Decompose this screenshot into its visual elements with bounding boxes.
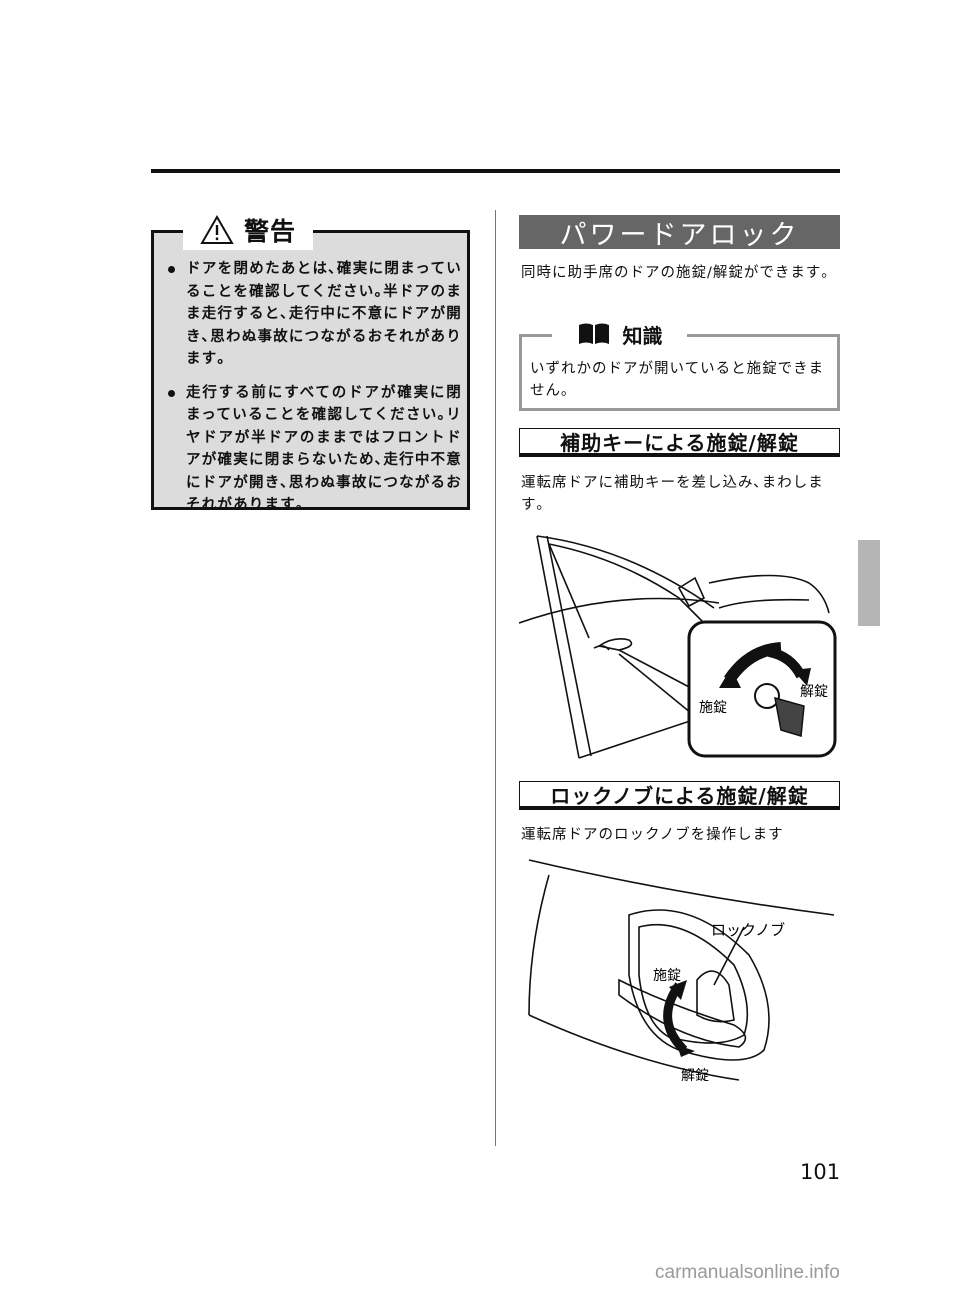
- knob-lock-text: 運転席ドアのロックノブを操作します: [521, 827, 784, 843]
- knob-label-unlock: 解錠: [681, 1068, 709, 1084]
- warning-item: ドアを閉めたあとは､確実に閉まっていることを確認してください｡半ドアのまま走行す…: [166, 258, 462, 371]
- knowledge-header: 知識: [552, 318, 687, 350]
- page-number: 101: [800, 1160, 841, 1184]
- key-lock-title: 補助キーによる施錠/解錠: [519, 428, 840, 457]
- warning-list: ドアを閉めたあとは､確実に閉まっていることを確認してください｡半ドアのまま走行す…: [166, 258, 462, 528]
- warning-item: 走行する前にすべてのドアが確実に閉まっていることを確認してください｡リヤドアが半…: [166, 382, 462, 517]
- knowledge-text: いずれかのドアが開いていると施錠できません｡: [530, 361, 825, 399]
- knob-label-lock: 施錠: [653, 968, 681, 984]
- knob-lock-title: ロックノブによる施錠/解錠: [519, 781, 840, 810]
- warning-box: [151, 230, 470, 510]
- watermark: carmanualsonline.info: [655, 1262, 840, 1283]
- section-intro: 同時に助手席のドアの施錠/解錠ができます｡: [521, 265, 830, 281]
- knob-lock-illustration: ロックノブ 施錠 解錠: [528, 859, 835, 1084]
- key-lock-text: 運転席ドアに補助キーを差し込み､まわします｡: [521, 475, 824, 513]
- top-rule: [151, 169, 840, 173]
- key-lock-label-lock: 施錠: [699, 700, 727, 716]
- warning-triangle-icon: [200, 215, 234, 244]
- knob-label: ロックノブ: [711, 921, 785, 939]
- book-icon: [578, 323, 609, 344]
- section-title: パワードアロック: [519, 215, 840, 251]
- key-lock-label-unlock: 解錠: [800, 684, 828, 700]
- warning-title: 警告: [243, 217, 296, 246]
- column-divider: [495, 210, 496, 1146]
- chapter-tab: [858, 540, 880, 626]
- warning-header: 警告: [183, 210, 313, 250]
- knowledge-title: 知識: [622, 323, 663, 348]
- key-lock-illustration: 施錠 解錠: [519, 535, 837, 759]
